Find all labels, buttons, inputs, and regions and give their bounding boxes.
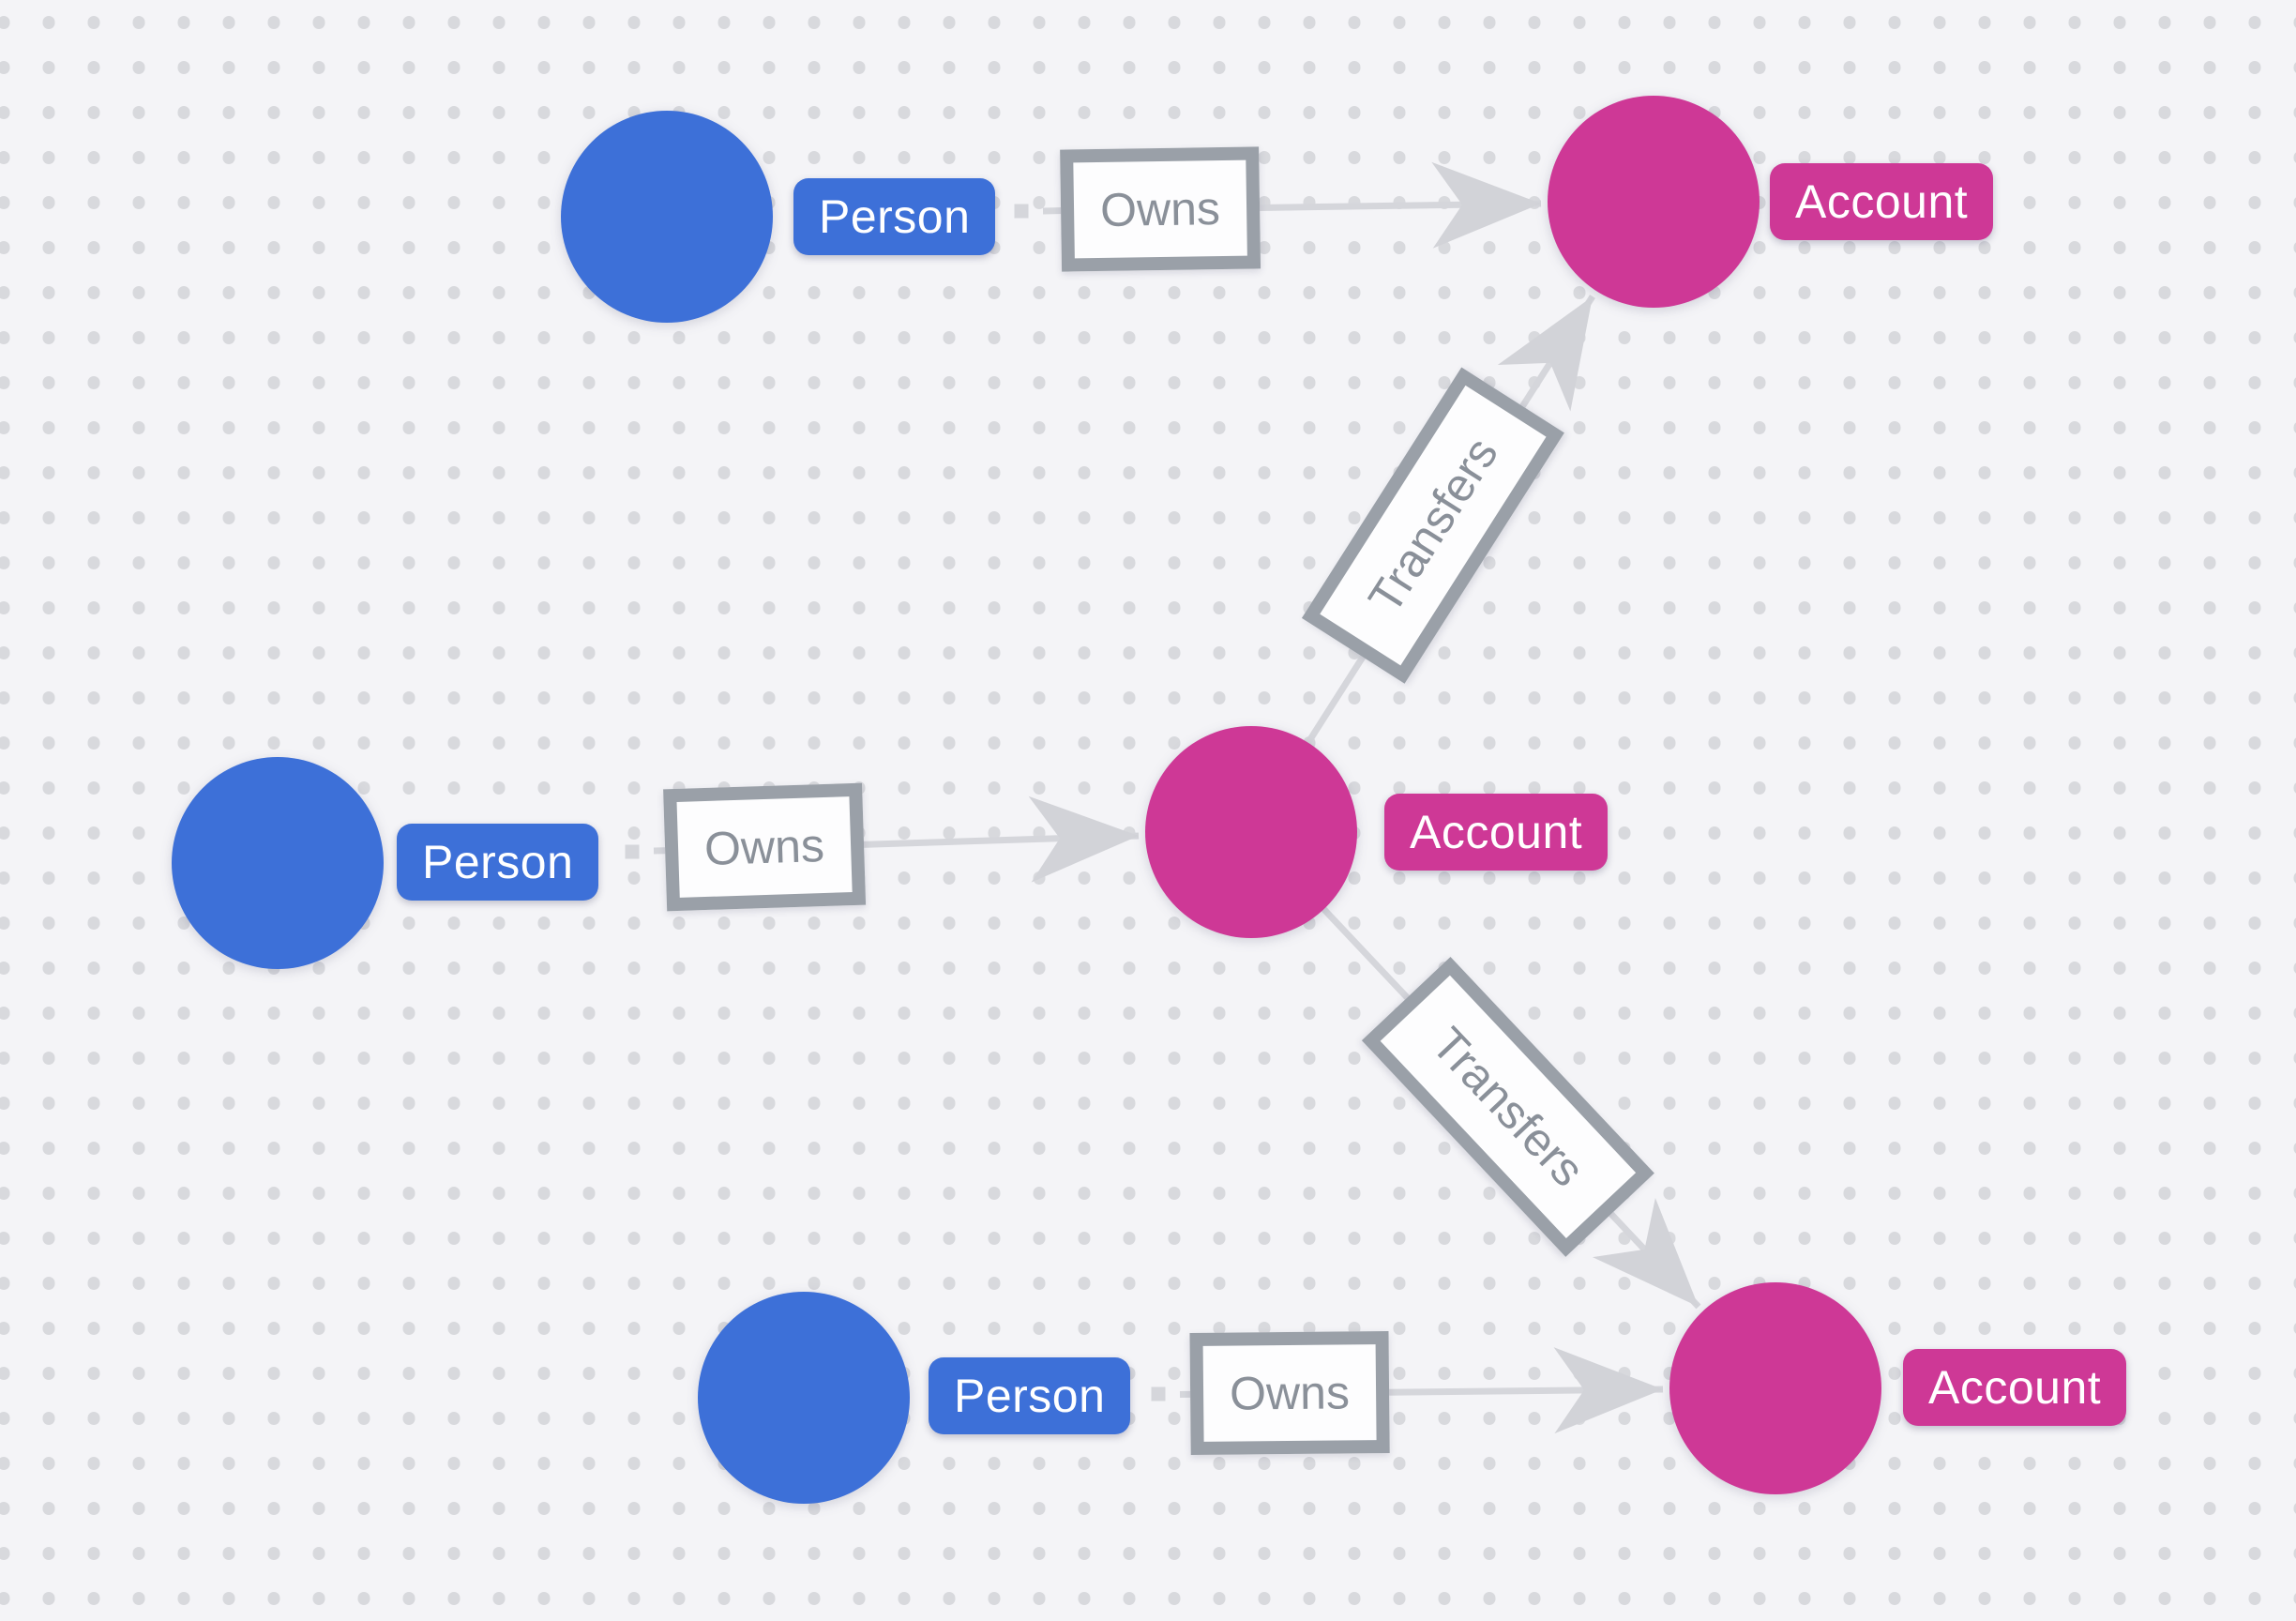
node-label-person-2[interactable]: Person <box>397 824 599 901</box>
node-circle-person-3[interactable] <box>698 1292 910 1504</box>
node-label-account-3[interactable]: Account <box>1903 1349 2127 1426</box>
arrowhead-icon <box>1497 296 1593 412</box>
edge-label-owns-3[interactable]: Owns <box>1189 1330 1390 1456</box>
edge-label-owns-1[interactable]: Owns <box>1060 146 1261 272</box>
node-circle-person-2[interactable] <box>172 757 384 969</box>
arrowhead-icon <box>1553 1347 1663 1434</box>
arrowhead-icon <box>1431 161 1541 249</box>
edge-dash-dot <box>1014 204 1029 219</box>
node-circle-person-1[interactable] <box>561 111 773 323</box>
node-label-account-2[interactable]: Account <box>1384 794 1609 871</box>
node-label-person-1[interactable]: Person <box>793 178 996 255</box>
edge-dash-dot <box>1151 1386 1166 1401</box>
edge-dash-dot <box>625 844 640 859</box>
node-label-person-3[interactable]: Person <box>929 1357 1131 1434</box>
arrowhead-icon <box>1592 1198 1699 1307</box>
arrowhead-icon <box>1028 795 1139 883</box>
node-circle-account-2[interactable] <box>1145 726 1357 938</box>
node-circle-account-3[interactable] <box>1669 1282 1881 1494</box>
edge-label-owns-2[interactable]: Owns <box>663 782 866 912</box>
node-circle-account-1[interactable] <box>1548 96 1760 308</box>
node-label-account-1[interactable]: Account <box>1770 163 1994 240</box>
